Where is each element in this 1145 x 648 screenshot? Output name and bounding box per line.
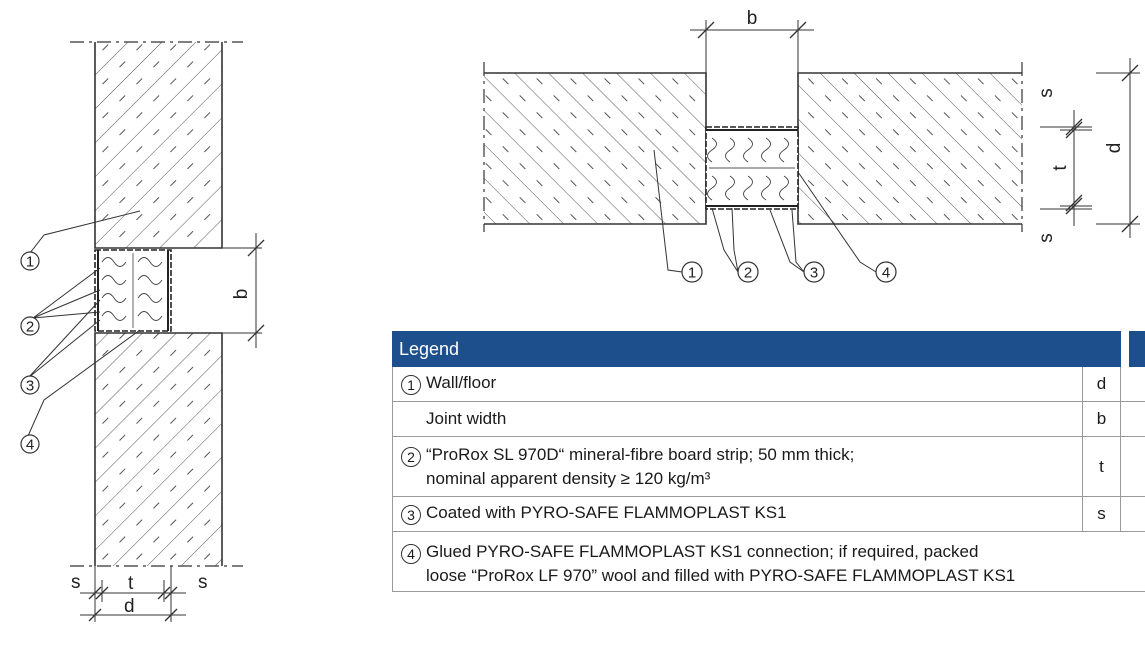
- callout-2-right: 2: [737, 261, 759, 283]
- svg-text:1: 1: [688, 265, 696, 282]
- callout-1-right: 1: [681, 261, 703, 283]
- callout-1-left: 1: [20, 251, 40, 271]
- legend-text-4a: Glued PYRO-SAFE FLAMMOPLAST KS1 connecti…: [426, 542, 979, 561]
- legend-num-1: 1: [401, 375, 421, 395]
- dim-b-horizontal: b: [690, 8, 814, 73]
- legend-row-board: 2 “ProRox SL 970D“ mineral-fibre board st…: [392, 436, 1145, 497]
- legend-table: Legend 1 Wall/floor d Joint width b 2 “Pro…: [391, 331, 1145, 592]
- callout-4-right: 4: [875, 261, 897, 283]
- legend-symbol-t: t: [1081, 436, 1122, 497]
- dim-stsd-vertical: s t s d: [1036, 58, 1140, 243]
- legend-text-4b: loose “ProRox LF 970” wool and filled wi…: [426, 566, 1016, 585]
- dim-b-vertical: b: [178, 233, 265, 348]
- legend-row-connection: 4 Glued PYRO-SAFE FLAMMOPLAST KS1 connect…: [391, 531, 1145, 592]
- right-callouts: [653, 149, 877, 273]
- callout-3-right: 3: [803, 261, 825, 283]
- svg-text:4: 4: [882, 265, 890, 282]
- dim-b-label: b: [231, 289, 252, 300]
- callout-3-left: 3: [20, 375, 40, 395]
- dim-s-right: s: [198, 572, 208, 593]
- dim-t-right: t: [1050, 165, 1071, 171]
- svg-text:2: 2: [744, 265, 752, 282]
- legend-text-2a: “ProRox SL 970D“ mineral-fibre board str…: [426, 445, 855, 464]
- legend-symbol-b: b: [1081, 401, 1122, 437]
- dim-t-label: t: [128, 573, 134, 594]
- callout-4-left: 4: [20, 434, 40, 454]
- svg-text:1: 1: [26, 254, 34, 271]
- left-callouts: [27, 210, 141, 437]
- legend-row-coating: 3 Coated with PYRO-SAFE FLAMMOPLAST KS1 s: [392, 496, 1145, 532]
- legend-symbol-d: d: [1081, 366, 1122, 402]
- vertical-section: b s t s d: [20, 41, 265, 622]
- legend-num-3: 3: [401, 505, 421, 525]
- upper-wall: [95, 42, 222, 248]
- svg-text:2: 2: [26, 319, 34, 336]
- dim-b-top-label: b: [747, 8, 758, 29]
- right-wall: [798, 73, 1022, 224]
- lower-wall: [95, 333, 222, 566]
- legend-row-joint-width: Joint width b: [392, 401, 1145, 437]
- legend-num-2: 2: [401, 447, 421, 467]
- legend-text-2b: nominal apparent density ≥ 120 kg/m³: [426, 469, 711, 488]
- legend-text-3: Coated with PYRO-SAFE FLAMMOPLAST KS1: [426, 503, 787, 522]
- dim-s-top: s: [1036, 88, 1057, 98]
- legend-text-1: Wall/floor: [426, 373, 497, 392]
- legend-title: Legend: [391, 331, 1122, 367]
- dim-d-label: d: [124, 596, 135, 617]
- joint-filler-horizontal: [705, 126, 799, 210]
- legend-row-wall: 1 Wall/floor d: [392, 366, 1145, 402]
- legend-text-joint: Joint width: [426, 409, 507, 428]
- left-wall: [484, 73, 706, 224]
- legend-header: Legend: [391, 331, 1145, 367]
- dim-s-bottom: s: [1036, 233, 1057, 243]
- callout-2-left: 2: [20, 316, 40, 336]
- dim-d-right: d: [1104, 143, 1125, 154]
- legend-symbol-s: s: [1081, 496, 1122, 532]
- legend-num-4: 4: [401, 544, 421, 564]
- dim-s-left: s: [71, 572, 81, 593]
- svg-text:3: 3: [810, 265, 818, 282]
- joint-filler: [94, 249, 172, 332]
- svg-text:3: 3: [26, 378, 34, 395]
- svg-text:4: 4: [26, 437, 34, 454]
- dim-stsd-horizontal: s t s d: [71, 566, 208, 622]
- horizontal-section: b s t s d: [483, 8, 1140, 283]
